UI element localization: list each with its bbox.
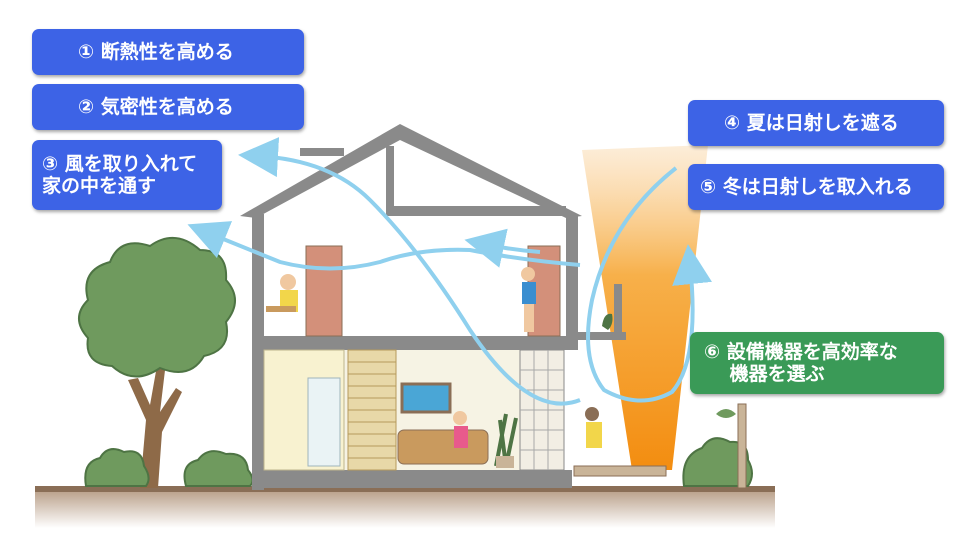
person-sitting xyxy=(453,411,468,448)
label-summer-shade-text: ④ 夏は日射しを遮る xyxy=(724,112,899,134)
person-sitting xyxy=(585,407,602,448)
wind-arrow-icon xyxy=(187,137,712,406)
label-efficient-equipment-text: ⑥ 設備機器を高効率な 機器を選ぶ xyxy=(704,341,898,385)
person-standing xyxy=(521,267,536,332)
person-reading xyxy=(266,274,298,312)
label-ventilation-text: ③ 風を取り入れて 家の中を通す xyxy=(42,153,198,197)
label-ventilation: ③ 風を取り入れて 家の中を通す xyxy=(32,140,222,210)
label-efficient-equipment: ⑥ 設備機器を高効率な 機器を選ぶ xyxy=(690,332,944,394)
shrub xyxy=(84,437,753,487)
label-winter-sun: ⑤ 冬は日射しを取入れる xyxy=(688,164,944,210)
label-summer-shade: ④ 夏は日射しを遮る xyxy=(688,100,944,146)
label-insulation-text: ① 断熱性を高める xyxy=(78,41,234,63)
tree xyxy=(78,237,236,488)
label-insulation: ① 断熱性を高める xyxy=(32,29,304,75)
label-airtightness: ② 気密性を高める xyxy=(32,84,304,130)
ground xyxy=(35,488,775,528)
house xyxy=(240,124,667,490)
label-airtightness-text: ② 気密性を高める xyxy=(78,96,234,118)
label-winter-sun-text: ⑤ 冬は日射しを取入れる xyxy=(700,176,913,198)
